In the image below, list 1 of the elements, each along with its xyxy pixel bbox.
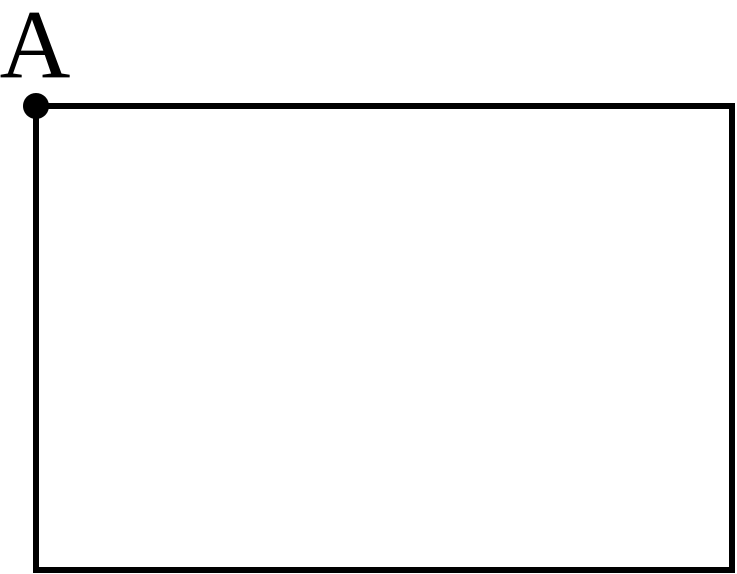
point-label: A [0, 12, 70, 78]
